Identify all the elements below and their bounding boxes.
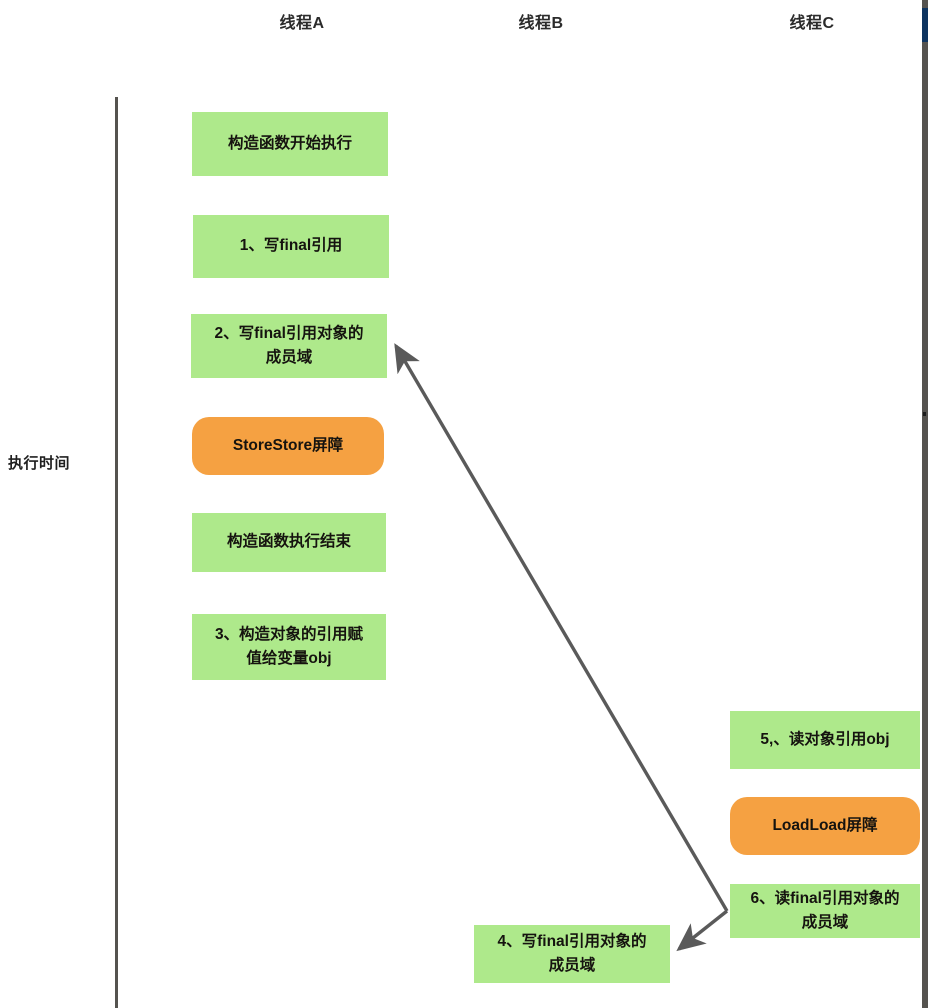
node-thread-b-write-final-member-field[interactable]: 4、写final引用对象的 成员域 [474,925,670,983]
node-constructor-end[interactable]: 构造函数执行结束 [192,513,386,572]
node-storestore-barrier[interactable]: StoreStore屏障 [192,417,384,475]
node-constructor-start[interactable]: 构造函数开始执行 [192,112,388,176]
node-write-final-reference[interactable]: 1、写final引用 [193,215,389,278]
execution-time-axis-label: 执行时间 [8,455,71,472]
window-edge-tick [923,412,926,416]
window-scrollbar-accent[interactable] [922,8,928,42]
node-assign-reference-to-obj[interactable]: 3、构造对象的引用赋 值给变量obj [192,614,386,680]
column-header-thread-b: 线程B [518,15,564,32]
column-header-thread-c: 线程C [789,15,835,32]
arrow-read-to-write-member-field [394,343,729,912]
node-loadload-barrier[interactable]: LoadLoad屏障 [730,797,920,855]
arrow-read-to-thread-b-write [676,909,729,952]
node-read-final-member-field[interactable]: 6、读final引用对象的 成员域 [730,884,920,938]
execution-time-axis-line [115,97,118,1008]
node-write-final-member-field[interactable]: 2、写final引用对象的 成员域 [191,314,387,378]
window-right-border [922,0,928,1008]
node-read-object-reference-obj[interactable]: 5,、读对象引用obj [730,711,920,769]
column-header-thread-a: 线程A [279,15,325,32]
